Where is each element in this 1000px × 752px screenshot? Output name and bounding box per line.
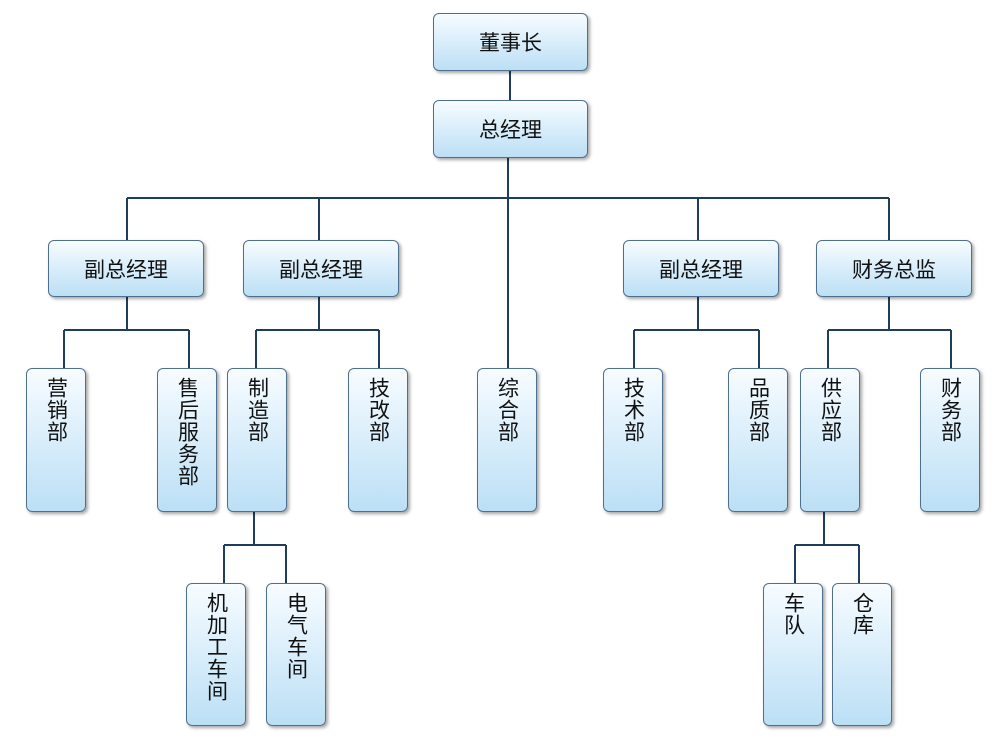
general-manager-node: 总经理 [433, 100, 588, 158]
vice-gm-node-2: 副总经理 [243, 240, 399, 297]
technology-dept-label: 技术部 [621, 377, 646, 443]
quality-dept-label: 品质部 [746, 377, 771, 443]
manufacturing-dept-label: 制造部 [245, 377, 270, 443]
vice-gm-node-1: 副总经理 [48, 240, 204, 297]
finance-dept-label: 财务部 [938, 377, 963, 443]
after-sales-dept-node: 售后服务部 [157, 368, 217, 512]
vice-gm-label-1: 副总经理 [84, 257, 168, 282]
finance-dept-node: 财务部 [920, 368, 980, 512]
chairman-label: 董事长 [479, 31, 542, 55]
general-affairs-dept-label: 综合部 [495, 377, 520, 443]
fleet-node: 车队 [763, 583, 823, 726]
supply-dept-label: 供应部 [818, 377, 843, 443]
sales-dept-node: 营销部 [26, 368, 86, 512]
general-affairs-dept-node: 综合部 [477, 368, 537, 512]
fleet-label: 车队 [781, 592, 806, 636]
machining-workshop-label: 机加工车间 [204, 592, 229, 702]
cfo-label: 财务总监 [852, 257, 936, 282]
after-sales-dept-label: 售后服务部 [175, 377, 200, 487]
manufacturing-dept-node: 制造部 [227, 368, 287, 512]
vice-gm-node-3: 副总经理 [623, 240, 779, 297]
vice-gm-label-2: 副总经理 [279, 257, 363, 282]
tech-renovation-dept-label: 技改部 [366, 377, 391, 443]
machining-workshop-node: 机加工车间 [186, 583, 246, 726]
technology-dept-node: 技术部 [603, 368, 663, 512]
vice-gm-label-3: 副总经理 [659, 257, 743, 282]
warehouse-node: 仓库 [832, 583, 892, 726]
cfo-node: 财务总监 [816, 240, 972, 297]
quality-dept-node: 品质部 [728, 368, 788, 512]
supply-dept-node: 供应部 [800, 368, 860, 512]
general-manager-label: 总经理 [479, 118, 542, 142]
sales-dept-label: 营销部 [44, 377, 69, 443]
chairman-node: 董事长 [433, 13, 588, 71]
electrical-workshop-node: 电气车间 [266, 583, 326, 726]
tech-renovation-dept-node: 技改部 [348, 368, 408, 512]
electrical-workshop-label: 电气车间 [284, 592, 309, 680]
warehouse-label: 仓库 [850, 592, 875, 636]
